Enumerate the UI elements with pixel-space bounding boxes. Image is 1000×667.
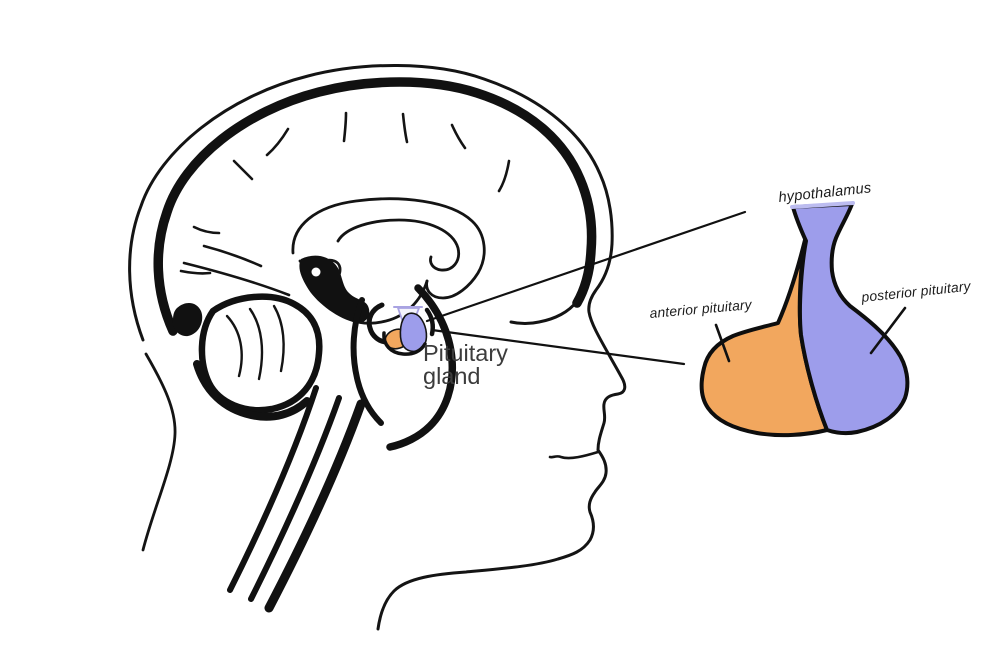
spinal-cord-lines xyxy=(227,385,366,613)
hypothalamus-label: hypothalamus xyxy=(778,180,872,206)
tentorium-line xyxy=(202,244,263,268)
gland-under-arc xyxy=(382,331,427,356)
cerebellum-outline xyxy=(198,293,323,414)
transverse-sinus xyxy=(172,302,203,337)
pituitary-gland-label-line1: Pituitary xyxy=(423,340,508,366)
anterior-leader-line xyxy=(714,323,731,363)
spinal-cord-line xyxy=(227,385,319,593)
cerebellum-sulcus xyxy=(248,307,264,381)
labels: Pituitary gland hypothalamus anterior pi… xyxy=(423,180,972,389)
brainstem-front-edge xyxy=(350,297,384,426)
sulcus-tick xyxy=(265,127,290,157)
skull-band-front-tail xyxy=(509,299,579,325)
cerebellum xyxy=(198,293,323,414)
sulcus-tick xyxy=(342,111,348,143)
posterior-leader-line xyxy=(869,306,907,355)
spinal-cord-line xyxy=(264,399,366,613)
pituitary-gland-small xyxy=(382,306,428,356)
posterior-pituitary-shape xyxy=(791,202,910,436)
zoom-line-bottom xyxy=(430,328,686,366)
neck-back-line xyxy=(141,352,177,552)
cerebellum-sulcus xyxy=(225,314,243,378)
sulcus-tick xyxy=(401,112,409,144)
inset-pituitary xyxy=(699,201,910,438)
sella-hook xyxy=(366,302,390,345)
zoom-line-top xyxy=(425,210,747,323)
sulcus-tick xyxy=(450,123,467,150)
pituitary-gland-label-line2: gland xyxy=(423,363,481,389)
dorsum-sellae xyxy=(424,307,436,337)
corpus-callosum-inner xyxy=(336,218,461,272)
cerebellum-sulcus xyxy=(272,304,285,373)
sulci-ticks xyxy=(179,111,511,275)
sulcus-tick xyxy=(179,269,212,275)
hypothalamus-open-rim xyxy=(790,201,855,209)
mouth-line xyxy=(548,450,600,460)
skull-band xyxy=(153,77,597,336)
zoom-lines xyxy=(425,210,747,366)
head-drawing xyxy=(128,64,627,631)
brainstem-back-band xyxy=(386,284,457,451)
tentorium-line xyxy=(182,261,291,297)
head-profile-outline xyxy=(128,64,627,631)
posterior-pituitary-label: posterior pituitary xyxy=(860,279,972,306)
sulcus-tick xyxy=(497,159,511,193)
sulcus-tick xyxy=(232,159,254,181)
sulcus-tick xyxy=(192,225,221,235)
occipital-band xyxy=(193,360,311,421)
spinal-cord-line xyxy=(248,395,342,602)
aqueduct-dot xyxy=(311,267,321,277)
anterior-pituitary-label: anterior pituitary xyxy=(649,297,753,321)
corpus-callosum-outer xyxy=(291,197,486,300)
